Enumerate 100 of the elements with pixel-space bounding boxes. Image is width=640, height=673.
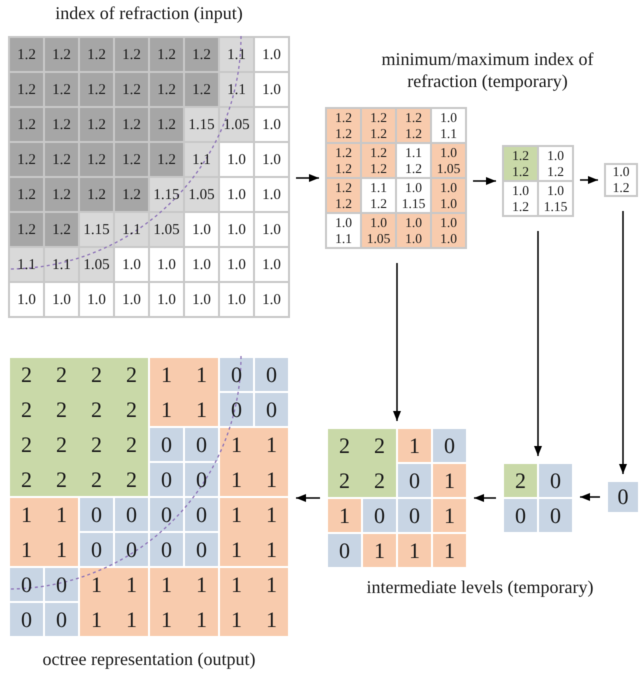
cell-value: 1.05 (83, 256, 110, 274)
maximum-value: 1.1 (335, 230, 352, 246)
cell-value: 1 (409, 436, 420, 456)
cell-value: 1 (161, 610, 172, 630)
cell-value: 1.2 (52, 80, 71, 100)
cell-value: 0 (618, 487, 628, 507)
cell-value: 1 (21, 540, 32, 560)
cell-value: 1.0 (262, 256, 281, 274)
maximum-value: 1.15 (402, 196, 426, 212)
cell-value: 0 (161, 540, 172, 560)
cell-value: 1.0 (227, 290, 246, 310)
maximum-value: 1.0 (405, 230, 422, 246)
cell-value: 1.0 (192, 220, 211, 240)
cell-value: 1.2 (17, 116, 36, 134)
cell-value: 0 (266, 400, 277, 420)
maximum-value: 1.2 (405, 160, 422, 176)
minimum-value: 1.2 (335, 110, 352, 126)
cell-value: 0 (196, 504, 207, 524)
cell-value: 0 (231, 400, 242, 420)
arrow (534, 231, 542, 456)
cell-value: 1.2 (52, 186, 71, 204)
maximum-value: 1.2 (335, 160, 352, 176)
cell-value: 1.2 (122, 80, 141, 100)
cell-value: 1 (91, 574, 102, 594)
cell-value: 1.2 (87, 46, 106, 64)
arrow (296, 494, 320, 502)
cell-value: 1.1 (227, 80, 246, 100)
cell-value: 0 (374, 506, 385, 526)
cell-value: 1 (161, 574, 172, 594)
minimum-value: 1.0 (405, 180, 422, 196)
cell-value: 1.0 (192, 290, 211, 310)
cell-value: 1.0 (262, 116, 281, 134)
cell-value: 1.0 (87, 290, 106, 310)
cell-value: 0 (21, 574, 32, 594)
cell-value: 1 (126, 574, 137, 594)
maximum-value: 1.05 (436, 160, 460, 176)
cell-value: 1.2 (192, 80, 211, 100)
cell-value: 1 (409, 540, 420, 560)
min-max-grid (325, 107, 467, 249)
cell-value: 2 (515, 470, 526, 490)
cell-value: 0 (231, 364, 242, 384)
cell-value: 0 (515, 506, 526, 526)
cell-value: 1 (196, 610, 207, 630)
cell-value: 1.0 (157, 290, 176, 310)
cell-value: 0 (161, 504, 172, 524)
cell-value: 2 (21, 434, 32, 454)
minimum-value: 1.0 (612, 164, 630, 180)
minimum-value: 1.2 (370, 110, 387, 126)
maximum-value: 1.0 (440, 230, 457, 246)
minimum-value: 1.0 (370, 214, 387, 230)
cell-value: 1.2 (52, 46, 71, 64)
cell-value: 1.0 (227, 150, 246, 170)
cell-value: 1 (231, 610, 242, 630)
octree-level-grid (502, 462, 574, 534)
cell-value: 1 (161, 400, 172, 420)
cell-value: 1 (231, 470, 242, 490)
cell-value: 1.15 (153, 186, 180, 204)
cell-value: 1.2 (157, 80, 176, 100)
cell-value: 1.05 (188, 186, 215, 204)
cell-value: 1.0 (122, 256, 141, 274)
maximum-value: 1.15 (544, 198, 568, 214)
cell-value: 1 (196, 364, 207, 384)
cell-value: 1.0 (227, 220, 246, 240)
cell-value: 1.1 (52, 256, 71, 274)
arrow (474, 494, 496, 502)
cell-value: 1.0 (262, 290, 281, 310)
cell-value: 1.2 (192, 46, 211, 64)
minimum-value: 1.0 (335, 214, 352, 230)
cell-value: 1.2 (157, 46, 176, 64)
cell-value: 1 (126, 610, 137, 630)
minimum-value: 1.0 (440, 180, 457, 196)
cell-value: 1 (231, 574, 242, 594)
cell-value: 1 (444, 506, 455, 526)
minimum-value: 1.1 (370, 180, 387, 196)
cell-value: 1.2 (157, 116, 176, 134)
maximum-value: 1.2 (335, 126, 352, 142)
cell-value: 1.1 (122, 220, 141, 240)
cell-value: 1.2 (52, 220, 71, 240)
cell-value: 2 (56, 364, 67, 384)
cell-value: 1.05 (153, 220, 180, 240)
minimum-value: 1.2 (335, 180, 352, 196)
arrow (580, 176, 598, 184)
cell-value: 1.15 (83, 220, 110, 240)
arrow (393, 263, 401, 421)
cell-value: 1 (56, 504, 67, 524)
cell-value: 1 (266, 470, 277, 490)
cell-value: 0 (91, 504, 102, 524)
cell-value: 1.2 (87, 186, 106, 204)
cell-value: 1.0 (52, 290, 71, 310)
cell-value: 2 (56, 400, 67, 420)
maximum-value: 1.2 (370, 126, 387, 142)
arrow (580, 493, 600, 501)
maximum-value: 1.2 (405, 126, 422, 142)
cell-value: 2 (126, 470, 137, 490)
minimum-value: 1.0 (440, 144, 457, 160)
cell-value: 1 (196, 574, 207, 594)
cell-value: 2 (126, 434, 137, 454)
maximum-value: 1.1 (440, 126, 457, 142)
maximum-value: 1.2 (612, 180, 630, 196)
cell-value: 1.2 (52, 150, 71, 170)
